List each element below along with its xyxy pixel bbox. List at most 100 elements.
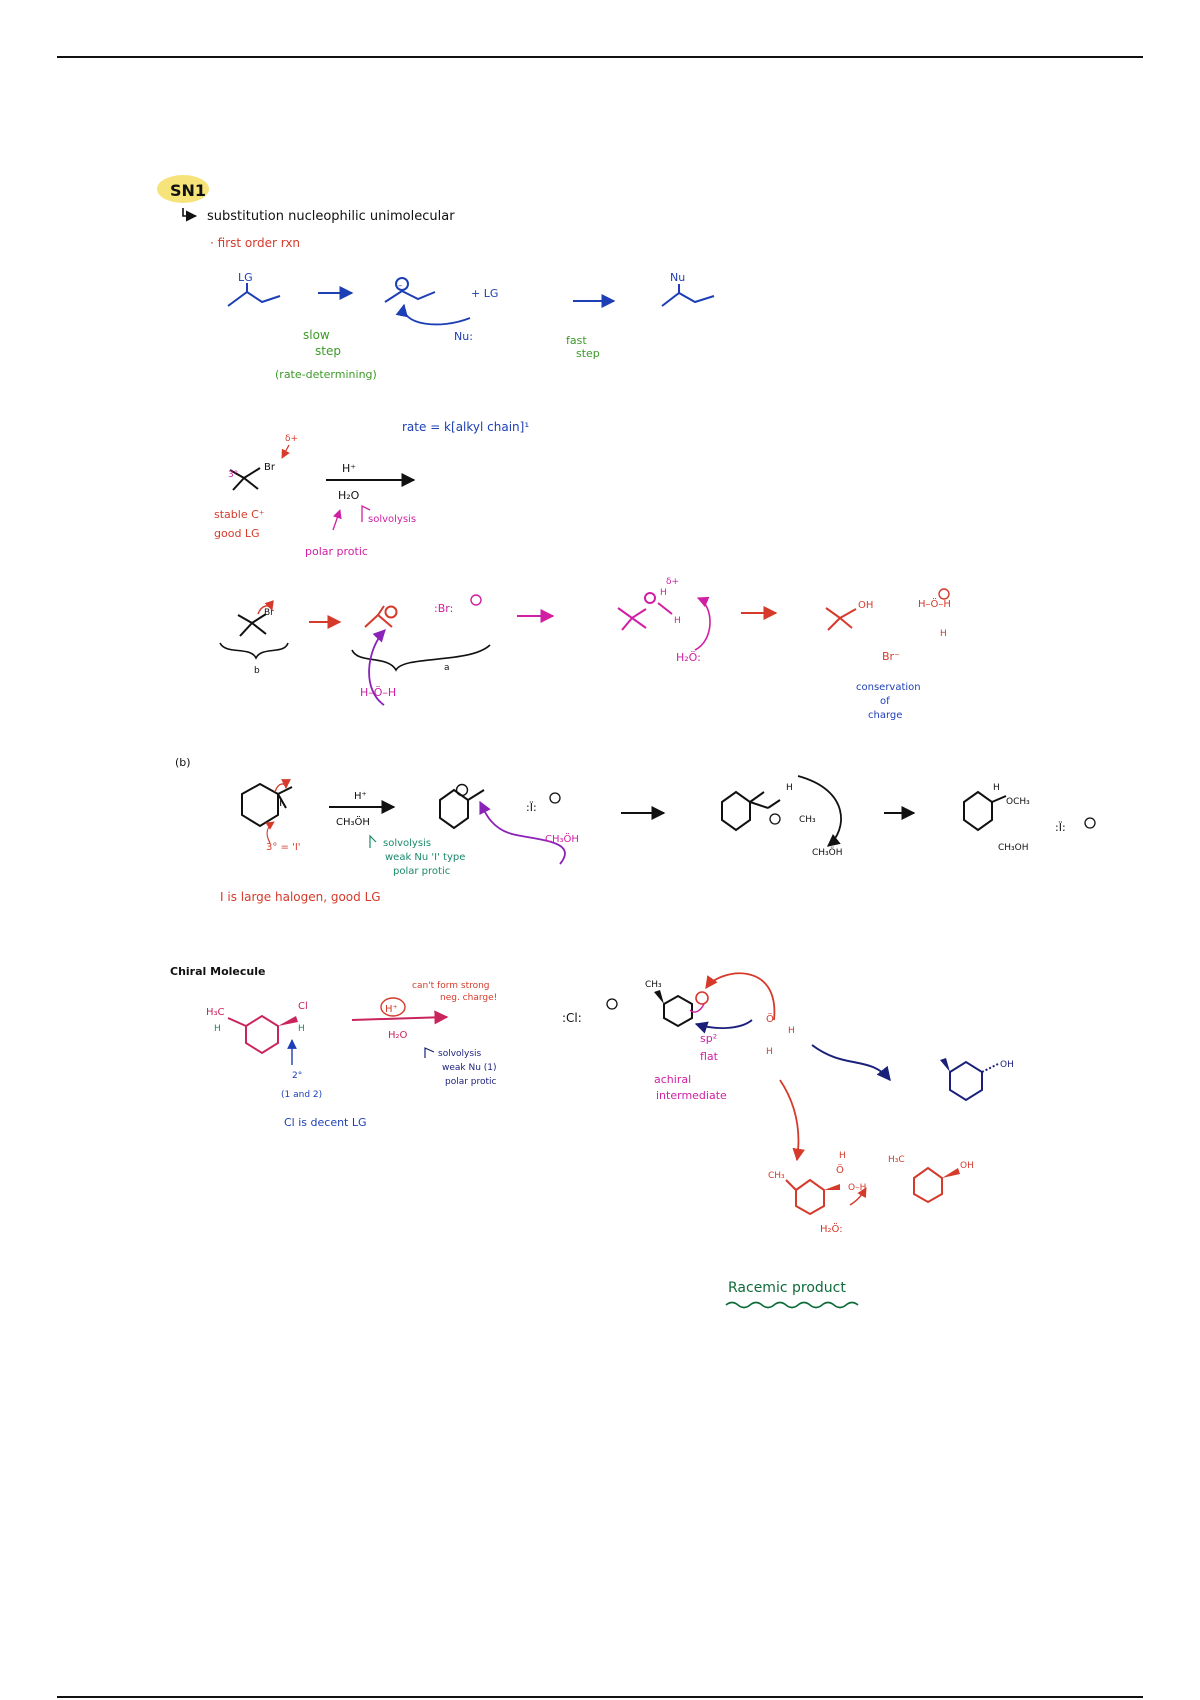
ex2-methanol: CH₃ÖH xyxy=(336,815,370,828)
ex1-oh: OH xyxy=(858,600,873,611)
definition-text: substitution nucleophilic unimolecular xyxy=(207,209,455,224)
ex3-h-label: H xyxy=(214,1024,221,1034)
ex2-h-top: H xyxy=(993,783,1000,793)
fast-step-b: step xyxy=(576,347,600,360)
svg-text:H: H xyxy=(788,1026,795,1036)
slow-step-a: slow xyxy=(303,328,330,342)
ex3-reactant-ring xyxy=(245,1014,279,1055)
ex1-good-lg: good LG xyxy=(214,527,260,540)
ex3-product-a xyxy=(949,1060,983,1102)
ex3-cl: Cl xyxy=(298,1001,308,1012)
ex3-water: H₂O xyxy=(388,1030,408,1041)
mech1-attack-arrow xyxy=(395,303,471,326)
conservation-c: charge xyxy=(868,710,902,721)
ex1-bracket-b: b xyxy=(254,666,260,676)
ex3-o-h: O–H xyxy=(848,1183,866,1193)
mech1-nu-pair: Nu: xyxy=(454,330,473,343)
ex3-label: Chiral Molecule xyxy=(170,965,265,978)
racemic-product: Racemic product xyxy=(728,1280,846,1296)
first-order-text: · first order rxn xyxy=(210,236,300,250)
ex1-solvolysis: solvolysis xyxy=(368,514,416,525)
ex3-water-o: Ö xyxy=(766,1012,774,1025)
ex3-h2o-c: H₂Ö: xyxy=(820,1222,843,1235)
ex3-flat: flat xyxy=(700,1050,719,1063)
ex3-h-plus: H⁺ xyxy=(385,1004,398,1015)
ex2-methanol-nu: CH₃ÖH xyxy=(545,832,579,845)
ex3-deg2: 2° xyxy=(292,1071,302,1081)
ex1-br: Br xyxy=(264,462,276,473)
ex1-ch: δ+ xyxy=(285,434,298,444)
conservation-b: of xyxy=(880,696,890,707)
ex2-label: (b) xyxy=(175,756,191,769)
ex1-delta-plus: δ+ xyxy=(666,577,679,587)
ex2-product-ring xyxy=(963,790,993,832)
ex3-solvolysis: solvolysis xyxy=(438,1049,482,1059)
mech1-plus-lg: + LG xyxy=(471,287,498,300)
ex1-tbutyl-again xyxy=(237,613,267,637)
ex3-ch3-top: CH₃ xyxy=(645,980,662,990)
mech1-carbocation xyxy=(384,277,436,303)
svg-text:H: H xyxy=(660,588,667,598)
ex3-polar-protic: polar protic xyxy=(445,1077,497,1087)
ex3-intermediate: intermediate xyxy=(656,1089,727,1102)
ex3-cant-form: can't form strong xyxy=(412,981,490,991)
racemic-underline xyxy=(725,1301,859,1309)
ex2-weak-nu: weak Nu 'I' type xyxy=(385,852,465,863)
ex1-carbocation xyxy=(364,605,398,628)
ex2-ch3oh-c: CH₃OH xyxy=(998,843,1029,853)
ex3-h3c: H₃C xyxy=(206,1007,225,1018)
ex1-oxonium xyxy=(617,592,673,631)
heading-sn1: SN1 xyxy=(170,181,206,200)
mech1-reactant xyxy=(227,283,281,307)
ex1-br-ion: :Br: xyxy=(434,602,453,615)
ex2-ch3oh-b: CH₃ÖH xyxy=(812,847,843,858)
ex2-deg-note: 3° = 'I' xyxy=(266,842,301,853)
ex1-tbutanol xyxy=(825,607,857,631)
ex2-h-plus: H⁺ xyxy=(354,791,367,802)
ex3-neg-charge: neg. charge! xyxy=(440,993,497,1003)
mech1-nu-product: Nu xyxy=(670,271,685,284)
conservation-a: conservation xyxy=(856,682,921,693)
mech1-lg-label: LG xyxy=(238,271,253,284)
ex3-cl-decent: Cl is decent LG xyxy=(284,1116,367,1129)
ex1-h-plus: H⁺ xyxy=(342,462,356,475)
ex2-polar-protic: polar protic xyxy=(393,866,450,877)
ex3-achiral: achiral xyxy=(654,1073,691,1086)
ex2-h-label: H xyxy=(786,783,793,793)
ex2-cyclohexane-1 xyxy=(241,782,279,828)
ex2-oxonium-ring xyxy=(721,790,751,832)
ex3-cl-ion: :Cl: xyxy=(562,1011,582,1025)
ex3-oxonium-ring xyxy=(795,1178,825,1216)
ex1-h2o-b: H₂Ö: xyxy=(676,651,701,664)
ex3-oh-c: OH xyxy=(960,1161,974,1171)
ex3-weak-nu: weak Nu (1) xyxy=(442,1063,497,1073)
ex2-i-ion: :Ï: xyxy=(526,801,537,814)
ex3-h3c-b: H₃C xyxy=(888,1155,905,1165)
ex3-one-and-two: (1 and 2) xyxy=(281,1090,322,1100)
ex3-ch3-b: CH₃ xyxy=(768,1171,785,1181)
slow-step-b: step xyxy=(315,344,341,358)
svg-text:a: a xyxy=(444,663,450,673)
svg-text::Ï:: :Ï: xyxy=(1055,821,1066,834)
ex1-br-minus: Br⁻ xyxy=(882,650,900,663)
ex3-h-top: H xyxy=(839,1151,846,1161)
ex1-stable-c: stable C⁺ xyxy=(214,508,265,521)
ex2-ch3: CH₃ xyxy=(799,815,816,825)
ex1-h3o-h: H xyxy=(940,629,947,639)
ex3-product-b xyxy=(913,1166,943,1204)
ex3-water-h: H xyxy=(766,1047,773,1057)
ex2-och3: OCH₃ xyxy=(1006,797,1030,807)
ex2-i-large: I is large halogen, good LG xyxy=(220,890,381,904)
ex1-water: H₂O xyxy=(338,489,360,502)
fast-step-a: fast xyxy=(566,334,587,347)
heading-arrow xyxy=(182,208,198,222)
mech1-product xyxy=(661,284,715,307)
ex3-reaction-arrow xyxy=(351,1010,449,1025)
ex3-sp2: sp² xyxy=(700,1032,717,1045)
ex2-carbocation-ring xyxy=(439,788,469,830)
svg-text:–: – xyxy=(398,281,403,291)
ex3-intermediate-ring xyxy=(663,994,693,1028)
rate-det-text: (rate-determining) xyxy=(275,368,377,381)
ex3-h-right: H xyxy=(298,1024,305,1034)
